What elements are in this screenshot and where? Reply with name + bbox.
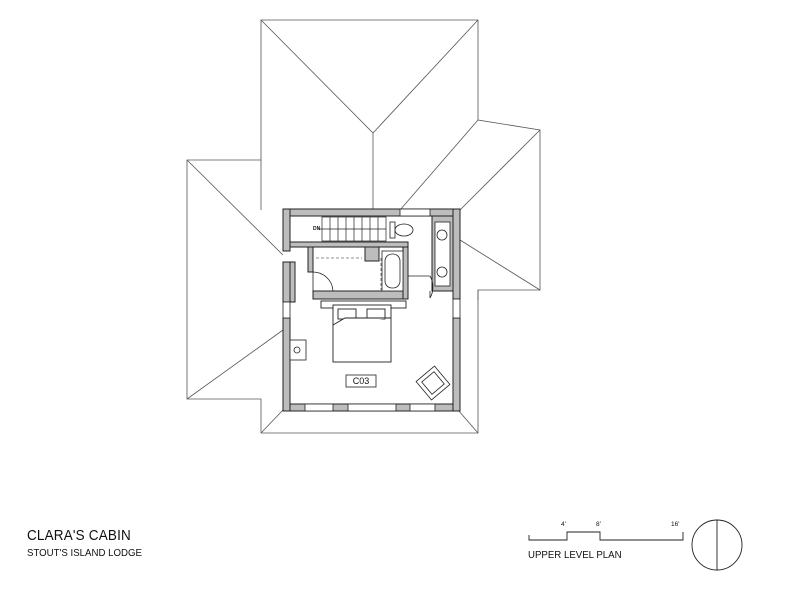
vanity-sinks xyxy=(434,221,451,287)
room-tag-box xyxy=(345,374,377,388)
drawing-title: UPPER LEVEL PLAN xyxy=(528,549,622,561)
side-table xyxy=(289,339,307,361)
toilet xyxy=(389,221,414,239)
project-location: STOUT'S ISLAND LODGE xyxy=(27,547,142,559)
armchair xyxy=(415,365,451,401)
roof-outline xyxy=(186,19,541,434)
doors xyxy=(312,271,434,299)
scale-tick-8: 8' xyxy=(596,521,601,528)
windows xyxy=(282,208,461,412)
stair-down-label: DN xyxy=(313,226,321,232)
project-title: CLARA'S CABIN xyxy=(27,527,131,544)
closet-rod xyxy=(316,257,382,290)
bed xyxy=(320,300,407,363)
scale-bar xyxy=(528,531,684,541)
stair xyxy=(318,216,387,242)
room-tag: C03 xyxy=(352,376,370,386)
scale-tick-4: 4' xyxy=(561,521,566,528)
north-arrow-icon xyxy=(691,519,743,571)
bathtub xyxy=(381,250,404,292)
scale-tick-16: 16' xyxy=(671,521,680,528)
